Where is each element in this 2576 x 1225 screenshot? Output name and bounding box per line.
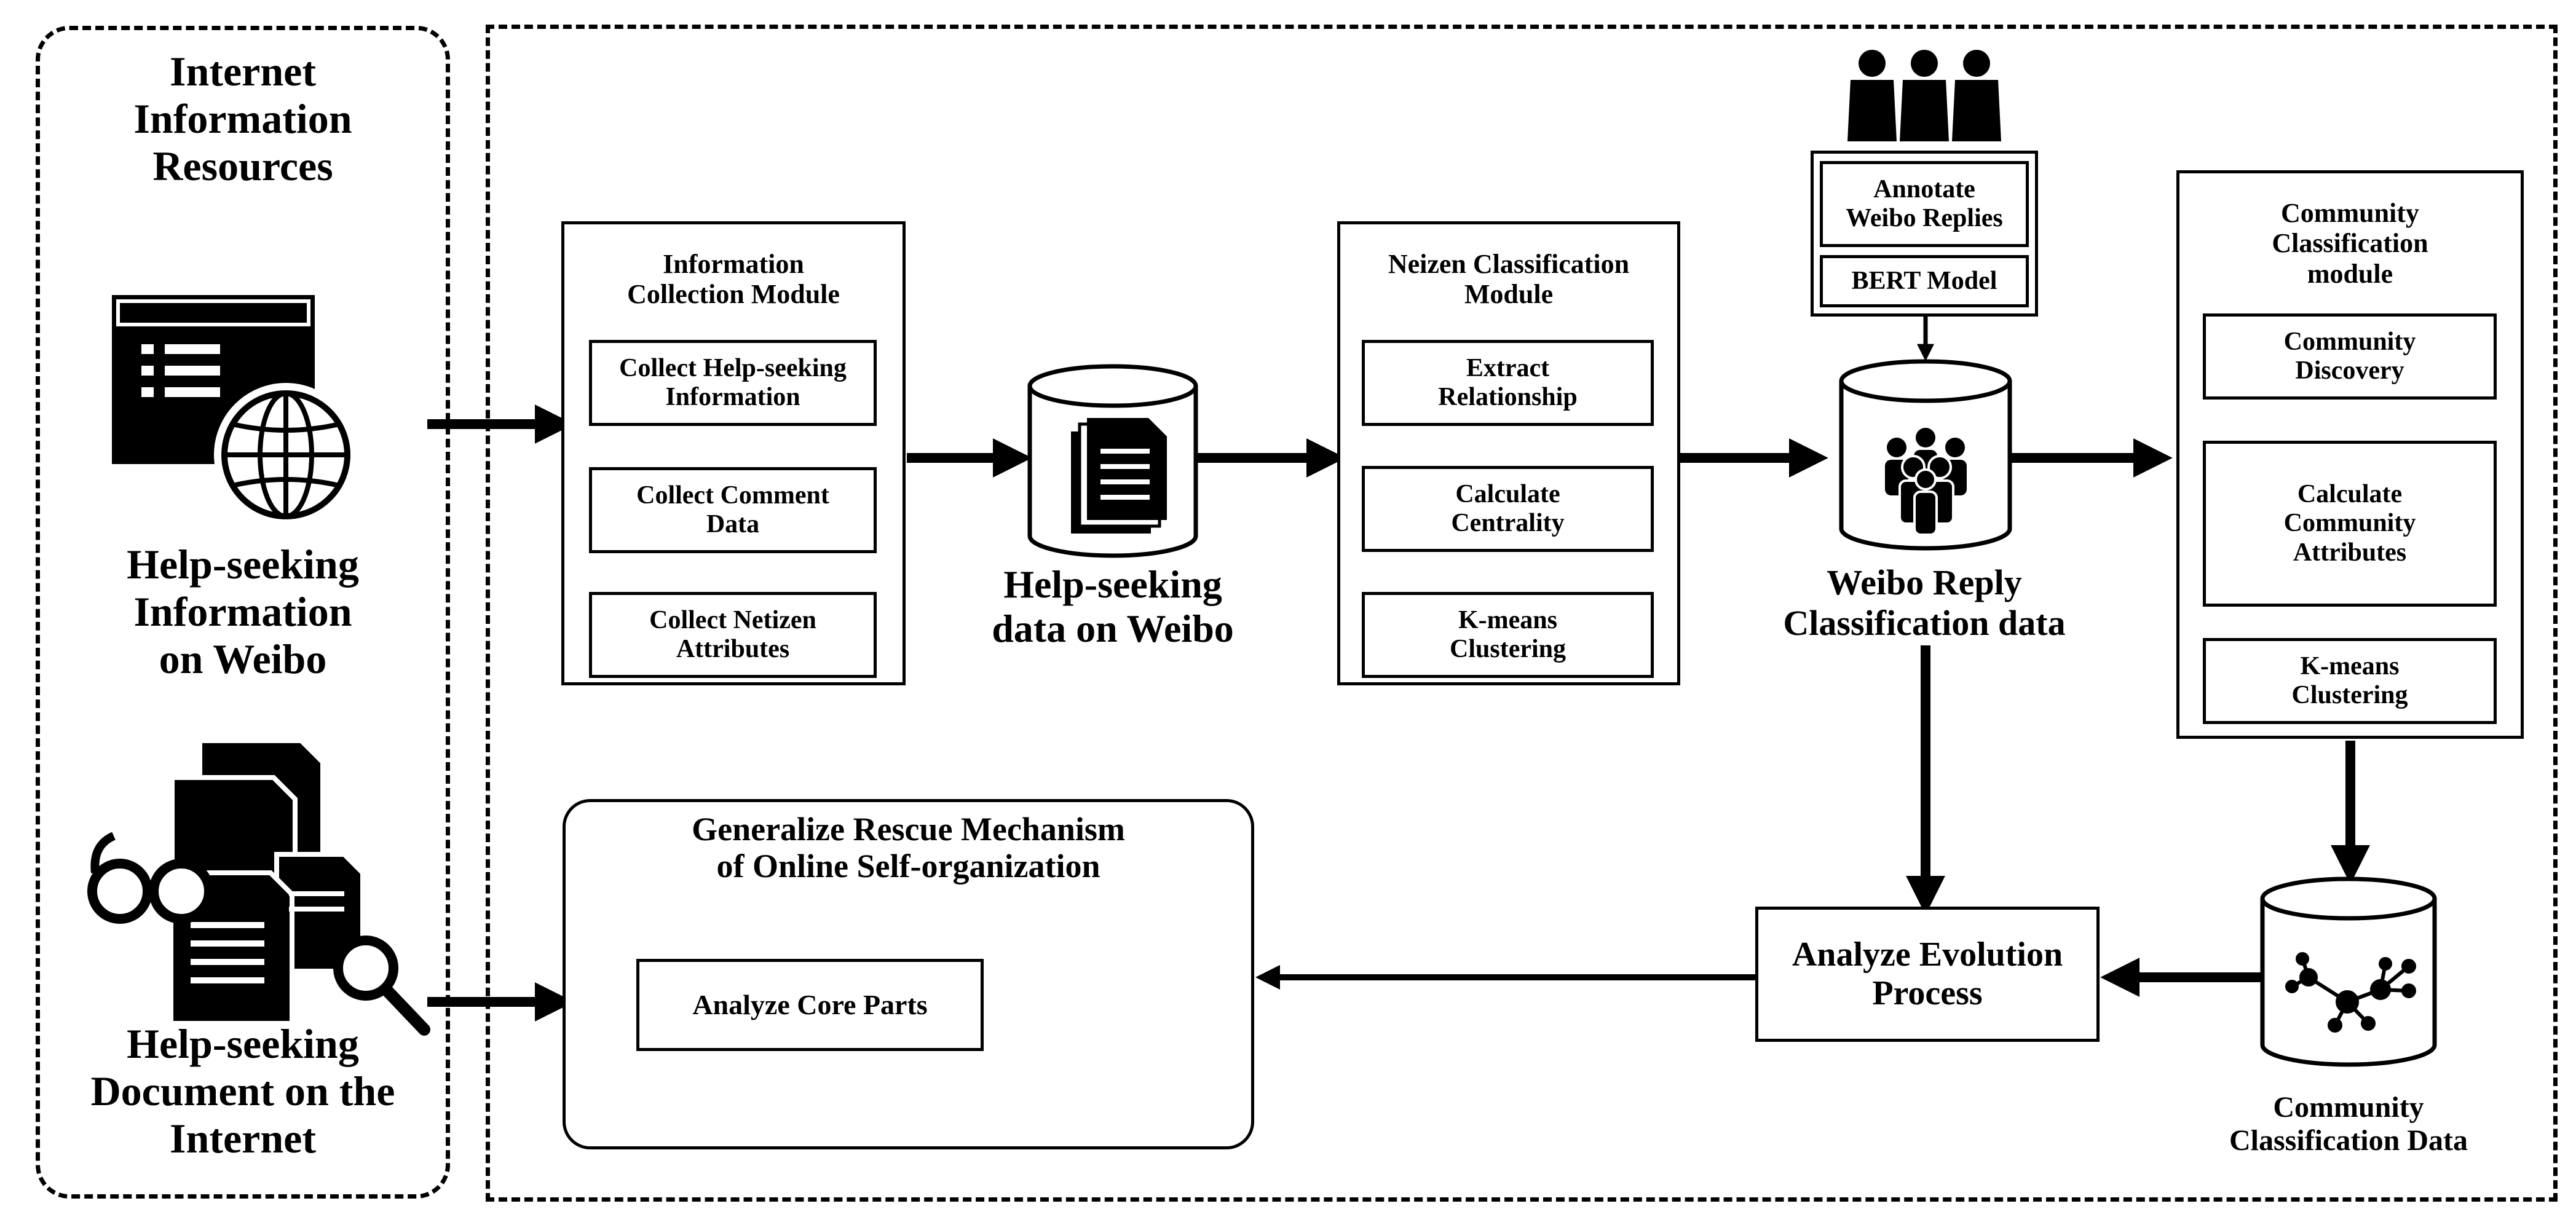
resources-title: Internet Information Resources (133, 48, 352, 189)
community-data-cylinder (2260, 876, 2437, 1067)
browser-globe-icon (112, 295, 358, 527)
collect-help-seeking-step: Collect Help-seeking Information (589, 340, 877, 426)
kmeans-netizen-step: K-means Clustering (1362, 592, 1654, 678)
community-data-label: Community Classification Data (2229, 1091, 2468, 1157)
network-icon (2285, 952, 2416, 1033)
annotate-replies-step: Annotate Weibo Replies (1820, 161, 2029, 247)
info-collection-title: Information Collection Module (627, 249, 840, 310)
collect-comment-step: Collect Comment Data (589, 467, 877, 553)
collect-netizen-step: Collect Netizen Attributes (589, 592, 877, 678)
calculate-centrality-step: Calculate Centrality (1362, 466, 1654, 552)
extract-relationship-step: Extract Relationship (1362, 340, 1654, 426)
community-module-title: Community Classification module (2272, 198, 2428, 289)
weibo-data-label: Help-seeking data on Weibo (992, 562, 1234, 651)
group-icon (1885, 428, 1967, 536)
weibo-source-label: Help-seeking Information on Weibo (127, 541, 359, 682)
kmeans-community-step: K-means Clustering (2203, 638, 2497, 724)
document-source-label: Help-seeking Document on the Internet (90, 1020, 395, 1162)
bert-model-step: BERT Model (1820, 255, 2029, 307)
community-discovery-step: Community Discovery (2203, 313, 2497, 400)
people-icon (1847, 50, 2001, 141)
documents-magnifier-icon (87, 738, 430, 1036)
main-process-panel (486, 25, 2558, 1202)
netizen-module-title: Neizen Classification Module (1388, 249, 1630, 310)
analyze-evolution-box: Analyze Evolution Process (1755, 907, 2100, 1042)
rescue-title: Generalize Rescue Mechanism of Online Se… (692, 811, 1125, 885)
analyze-core-parts-box: Analyze Core Parts (636, 959, 984, 1051)
left-resource-panel (36, 26, 450, 1199)
documents-icon (1071, 418, 1167, 534)
community-attributes-step: Calculate Community Attributes (2203, 441, 2497, 607)
reply-data-label: Weibo Reply Classification data (1783, 562, 2066, 643)
